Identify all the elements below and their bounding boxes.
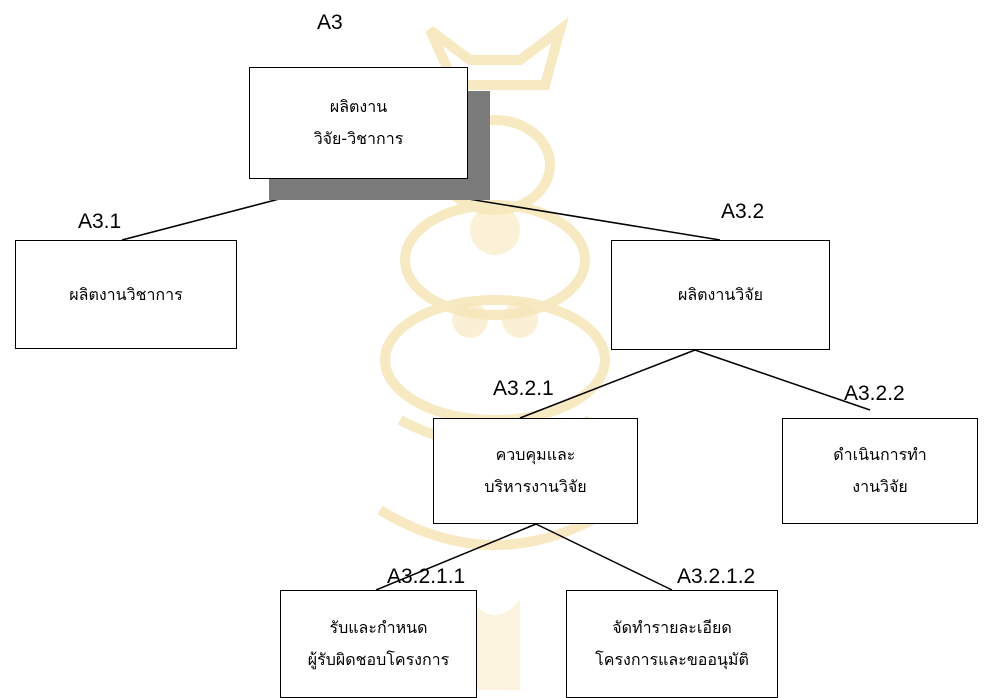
- label-a3-2-1-1: A3.2.1.1: [387, 565, 466, 588]
- label-a3-2-2: A3.2.2: [844, 382, 905, 405]
- node-a3-2-1-2[interactable]: จัดทำรายละเอียด โครงการและขออนุมัติ: [566, 590, 778, 698]
- label-a3-2-1: A3.2.1: [493, 377, 554, 400]
- node-a3-2-1-1-line-2: ผู้รับผิดชอบโครงการ: [307, 650, 450, 669]
- label-a3-1: A3.1: [78, 210, 122, 233]
- edge-a3.2.1-a3.2.1.1: [375, 523, 537, 591]
- node-a3-1-line-1: ผลิตงานวิชาการ: [69, 284, 183, 304]
- edge-a3.2.1-a3.2.1.2: [535, 523, 673, 591]
- node-a3-line-2: วิจัย-วิชาการ: [313, 129, 404, 148]
- node-a3-2-1-1[interactable]: รับและกำหนด ผู้รับผิดชอบโครงการ: [280, 590, 477, 698]
- node-a3-2-2[interactable]: ดำเนินการทำ งานวิจัย: [782, 418, 978, 524]
- edge-a3.2-a3.2.2: [694, 349, 871, 411]
- node-a3-2-1[interactable]: ควบคุมและ บริหารงานวิจัย: [433, 418, 638, 524]
- node-a3-2-1-1-line-1: รับและกำหนด: [329, 618, 428, 637]
- node-a3-line-1: ผลิตงาน: [329, 97, 388, 116]
- label-a3-2: A3.2: [721, 200, 765, 223]
- label-a3-2-1-2: A3.2.1.2: [677, 565, 756, 588]
- node-a3-2-2-line-2: งานวิจัย: [852, 477, 908, 496]
- label-a3: A3: [317, 11, 343, 34]
- node-a3[interactable]: ผลิตงาน วิจัย-วิชาการ: [249, 67, 468, 179]
- node-a3-2-1-2-line-2: โครงการและขออนุมัติ: [595, 650, 749, 669]
- node-a3-2-1-line-1: ควบคุมและ: [495, 445, 576, 464]
- node-a3-1[interactable]: ผลิตงานวิชาการ: [15, 240, 237, 349]
- node-a3-2-1-line-2: บริหารงานวิจัย: [484, 477, 587, 496]
- node-a3-2-1-2-line-1: จัดทำรายละเอียด: [612, 618, 732, 637]
- node-a3-2-line-1: ผลิตงานวิจัย: [677, 285, 764, 304]
- node-a3-2-2-line-1: ดำเนินการทำ: [833, 445, 927, 464]
- edge-a3.2-a3.2.1: [519, 349, 696, 419]
- node-a3-2[interactable]: ผลิตงานวิจัย: [611, 240, 830, 350]
